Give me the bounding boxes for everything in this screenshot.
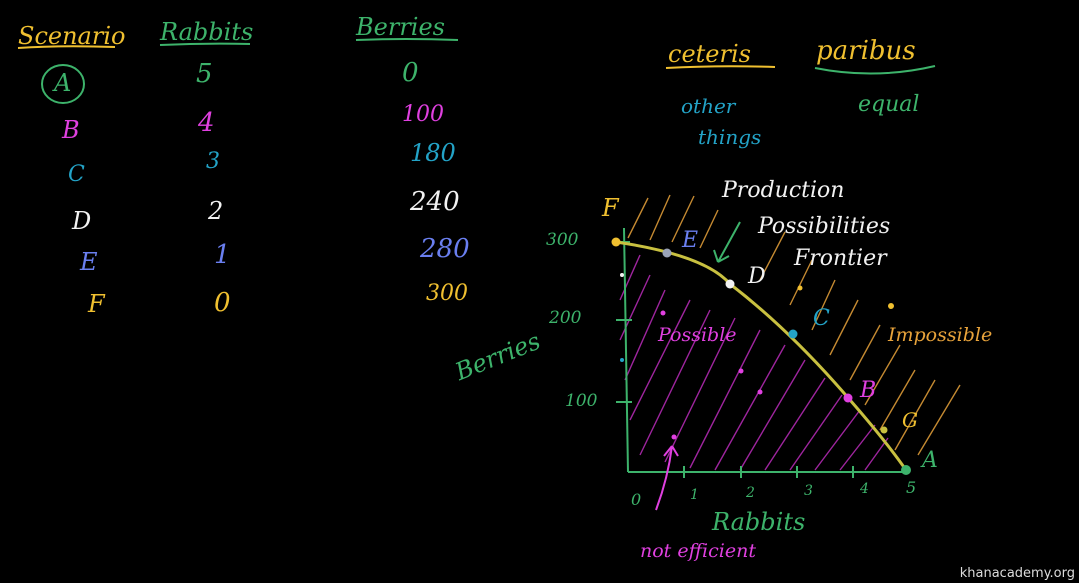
row-rabbits: 1 [214, 240, 231, 270]
x-tick-1: 1 [690, 487, 699, 503]
label-f: F [602, 194, 619, 222]
possible-dot [671, 434, 677, 440]
label-a: A [922, 448, 938, 473]
x-tick-3: 3 [804, 483, 813, 499]
not-efficient-arrow [655, 445, 679, 511]
ppf-arrow [713, 221, 741, 263]
circle-around-a [41, 64, 85, 104]
x-tick-2: 2 [746, 485, 755, 501]
label-b: B [860, 378, 877, 403]
y-axis [623, 227, 629, 473]
possible-dot [660, 310, 666, 316]
point-d [725, 279, 735, 289]
possible-dot [738, 368, 744, 374]
header-berries: Berries [356, 13, 445, 41]
row-scenario: A [54, 69, 72, 97]
underline-paribus [814, 65, 936, 75]
row-scenario: E [80, 248, 98, 276]
row-berries: 100 [402, 102, 444, 127]
row-berries: 0 [402, 58, 419, 88]
label-g: G [902, 408, 918, 432]
axis-dot [620, 273, 624, 277]
underline-scenario [17, 45, 116, 49]
note-paribus: paribus [816, 36, 916, 66]
row-berries: 280 [420, 234, 470, 264]
note-other: other [681, 94, 736, 118]
row-scenario: D [72, 207, 92, 235]
x-tick-marks [683, 466, 854, 478]
y-tick-200: 200 [549, 308, 582, 328]
ppf-title-line3: Frontier [794, 246, 887, 271]
row-scenario: B [62, 116, 80, 144]
y-tick-100: 100 [565, 391, 598, 411]
note-ceteris: ceteris [668, 40, 751, 68]
impossible-hatching [627, 194, 961, 456]
ppf-title-line1: Production [722, 178, 845, 203]
impossible-label: Impossible [888, 324, 993, 346]
underline-ceteris [665, 65, 776, 69]
impossible-dot [797, 285, 803, 291]
not-efficient-label: not efficient [640, 540, 756, 562]
note-equal: equal [858, 92, 920, 117]
label-e: E [682, 228, 699, 253]
ppf-title-line2: Possibilities [758, 214, 891, 239]
row-rabbits: 2 [208, 197, 224, 225]
row-rabbits: 5 [196, 59, 213, 89]
underline-berries [355, 38, 459, 41]
row-berries: 240 [410, 187, 460, 217]
possible-hatching [619, 254, 889, 471]
possible-dot [757, 389, 763, 395]
watermark: khanacademy.org [959, 566, 1075, 581]
header-rabbits: Rabbits [160, 18, 254, 46]
point-a [901, 465, 911, 475]
x-tick-4: 4 [860, 481, 869, 497]
axis-dot [620, 358, 624, 362]
row-berries: 300 [426, 281, 468, 306]
row-rabbits: 0 [214, 288, 231, 318]
row-rabbits: 3 [206, 149, 220, 174]
header-scenario: Scenario [18, 22, 126, 50]
x-tick-5: 5 [906, 478, 917, 497]
point-g [880, 426, 888, 434]
row-scenario: F [88, 290, 105, 318]
x-axis-label: Rabbits [712, 508, 806, 536]
possible-label: Possible [658, 324, 737, 346]
row-berries: 180 [410, 139, 456, 167]
x-tick-0: 0 [631, 490, 642, 509]
y-tick-300: 300 [546, 230, 579, 250]
label-c: C [813, 306, 830, 331]
point-e [662, 248, 672, 258]
label-d: D [748, 264, 766, 289]
point-c [788, 329, 798, 339]
point-b [843, 393, 853, 403]
point-f [611, 237, 621, 247]
row-rabbits: 4 [198, 108, 215, 138]
underline-rabbits [159, 42, 251, 46]
ppf-curve [615, 240, 908, 471]
note-things: things [698, 125, 762, 149]
impossible-dot [888, 303, 894, 309]
row-scenario: C [68, 162, 85, 187]
